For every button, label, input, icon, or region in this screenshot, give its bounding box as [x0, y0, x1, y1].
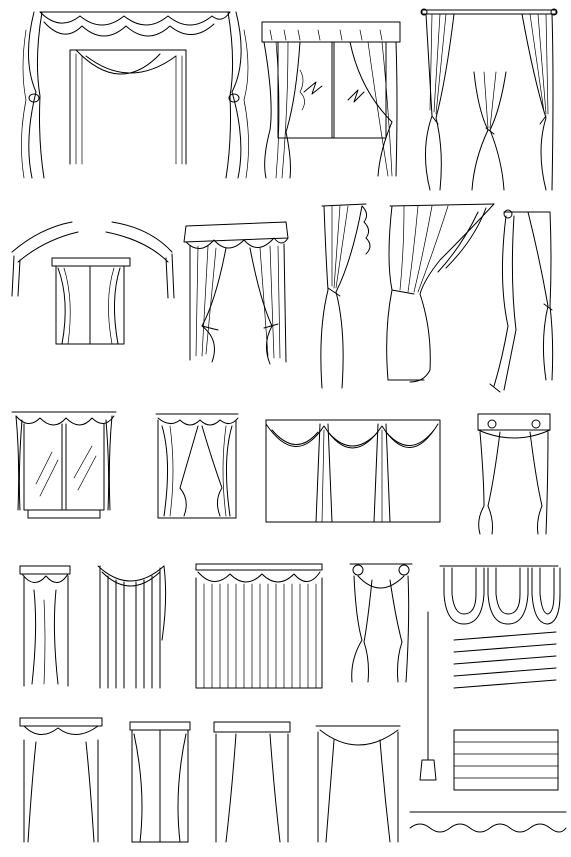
- single-ruffled-tieback: [320, 203, 371, 389]
- window-sheer-tiebacks: [11, 221, 175, 345]
- double-window-drapes: [11, 411, 117, 519]
- side-swept-drape: [386, 203, 495, 383]
- ornate-window-curtain: [129, 721, 191, 843]
- roman-blinds: [453, 631, 557, 689]
- window-tab-curtains: [261, 21, 401, 179]
- scalloped-valance-pair: [183, 221, 289, 365]
- box-valance-tiebacks: [477, 413, 551, 535]
- cornice-drape-pair: [19, 717, 103, 843]
- scarf-swag-drape: [97, 565, 167, 689]
- pleated-valance-tiebacks: [213, 721, 291, 843]
- balloon-shade: [439, 565, 561, 625]
- rod-tieback-panels: [420, 8, 558, 191]
- triple-swag-valance: [265, 419, 441, 523]
- wave-lines: [409, 811, 567, 833]
- ornate-narrow-drape: [19, 565, 71, 687]
- rosette-tieback-drape: [349, 563, 413, 683]
- swag-valance-drapes: [21, 11, 249, 179]
- scroll-swag-drape: [315, 725, 401, 843]
- bow-cafe-curtain: [155, 413, 239, 519]
- rod-single-panel: [489, 209, 554, 393]
- pinch-pleat-swag: [195, 563, 323, 689]
- dotted-blind: [453, 729, 559, 791]
- tassel-cord: [419, 611, 437, 781]
